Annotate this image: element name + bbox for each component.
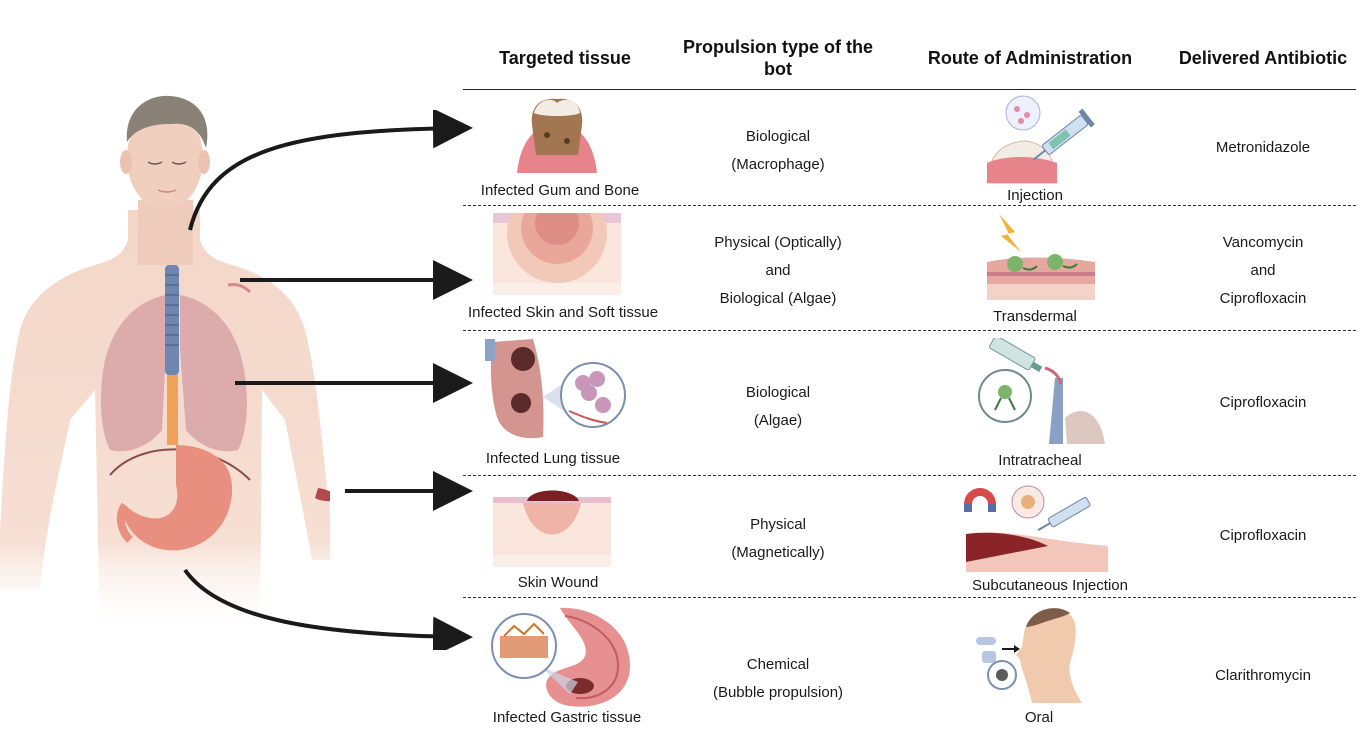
lung-tissue-icon [483,337,628,442]
propulsion-line: and [765,262,791,279]
header-route: Route of Administration [927,48,1133,68]
antibiotic-line: and [1250,262,1276,279]
oral-pill-icon [972,603,1082,705]
route-label: Subcutaneous Injection [972,577,1128,594]
antibiotic-cell: Ciprofloxacin [1170,389,1356,417]
route-label: Transdermal [993,308,1077,325]
connector-arrows [180,110,480,650]
tissue-label: Skin Wound [517,574,599,591]
propulsion-line: (Bubble propulsion) [712,684,844,701]
route-label: Oral [1024,709,1054,726]
propulsion-line: Biological (Algae) [719,290,837,307]
tissue-label: Infected Lung tissue [485,450,621,467]
antibiotic-line: Ciprofloxacin [1219,290,1307,307]
propulsion-cell: Physical (Magnetically) [680,511,876,567]
propulsion-line: Biological [745,384,811,401]
propulsion-cell: Physical (Optically) and Biological (Alg… [680,229,876,313]
propulsion-line: (Algae) [753,412,803,429]
row-divider [463,597,1356,598]
arrow-gum [188,110,473,231]
route-label: Injection [1007,187,1063,204]
propulsion-cell: Chemical (Bubble propulsion) [680,651,876,707]
antibiotic-line: Metronidazole [1215,139,1311,156]
tissue-label: Infected Gastric tissue [492,709,642,726]
human-body-anatomy-icon [0,90,330,635]
antibiotic-cell: Vancomycin and Ciprofloxacin [1170,229,1356,313]
propulsion-line: Biological [745,128,811,145]
header-rule [463,89,1356,90]
skin-soft-tissue-icon [493,213,621,295]
header-propulsion-type: Propulsion type of the bot [682,37,873,79]
propulsion-cell: Biological (Macrophage) [680,123,876,179]
propulsion-line: (Macrophage) [731,156,825,173]
antibiotic-line: Clarithromycin [1215,667,1311,684]
row-divider [463,205,1356,206]
propulsion-line: Physical [750,516,806,533]
intratracheal-icon [975,338,1107,446]
header-targeted-tissue: Targeted tissue [499,48,631,68]
tissue-label: Infected Skin and Soft tissue [467,304,659,321]
propulsion-line: Chemical [746,656,810,673]
antibiotic-line: Vancomycin [1222,234,1304,251]
arrow-gastric [183,568,473,650]
propulsion-line: (Magnetically) [731,544,825,561]
magnet-syringe-icon [958,484,1110,572]
header-antibiotic: Delivered Antibiotic [1178,48,1348,68]
row-divider [463,330,1356,331]
propulsion-cell: Biological (Algae) [680,379,876,435]
skin-wound-icon [493,485,611,567]
transdermal-light-icon [985,212,1097,300]
gastric-tissue-icon [490,606,632,710]
tissue-label: Infected Gum and Bone [480,182,640,199]
row-divider [463,475,1356,476]
antibiotic-cell: Ciprofloxacin [1170,522,1356,550]
antibiotic-cell: Metronidazole [1170,134,1356,162]
propulsion-line: Physical (Optically) [714,234,842,251]
antibiotic-line: Ciprofloxacin [1219,527,1307,544]
gum-bone-icon [512,95,602,175]
syringe-injection-icon [985,95,1100,185]
route-label: Intratracheal [998,452,1082,469]
antibiotic-cell: Clarithromycin [1170,662,1356,690]
antibiotic-line: Ciprofloxacin [1219,394,1307,411]
